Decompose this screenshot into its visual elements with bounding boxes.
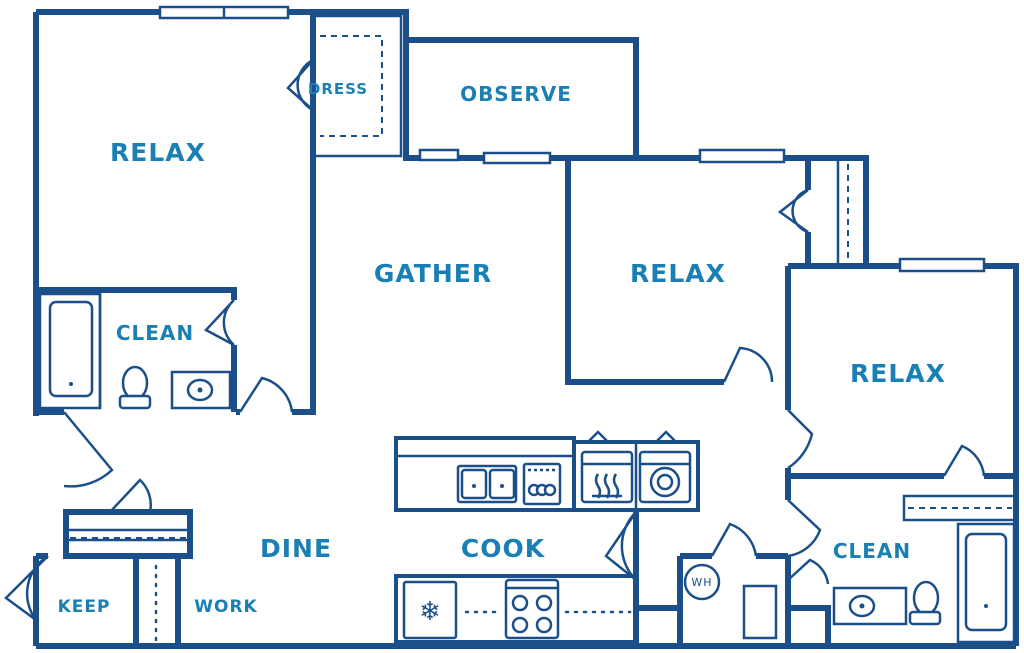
- sink-icon: [848, 594, 876, 618]
- utility: [683, 563, 778, 640]
- room-label-cook: COOK: [461, 534, 546, 563]
- windows: [158, 5, 986, 273]
- door: [63, 411, 114, 488]
- door: [942, 444, 986, 477]
- water-heater-label: WH: [691, 576, 712, 589]
- room-label-clean-2: CLEAN: [833, 539, 911, 563]
- door: [238, 376, 294, 413]
- sink-icon: [186, 378, 214, 402]
- dryer-icon: [580, 450, 634, 504]
- window: [418, 148, 460, 162]
- kitchen-sink-icon: [456, 464, 518, 504]
- dishwasher-icon: [522, 462, 562, 506]
- water-heater-icon: [683, 563, 721, 601]
- door: [777, 188, 809, 234]
- room-label-work: WORK: [194, 597, 257, 617]
- room-label-clean-master: CLEAN: [116, 321, 194, 345]
- washer-icon: [638, 450, 692, 504]
- door: [787, 499, 822, 558]
- room-label-relax-2: RELAX: [630, 259, 726, 288]
- room-label-relax-3: RELAX: [850, 359, 946, 388]
- bath-1-fixtures: [38, 292, 232, 410]
- door: [4, 554, 49, 622]
- door: [787, 409, 814, 470]
- closet-fixtures: [64, 14, 1018, 642]
- svg-text:❄: ❄: [419, 597, 441, 627]
- room-label-dine: DINE: [260, 534, 332, 563]
- toilet-icon: [118, 365, 152, 410]
- refrigerator-icon: ❄: [402, 580, 458, 640]
- bath-2-fixtures: [832, 522, 1016, 644]
- door: [722, 346, 774, 383]
- window: [482, 151, 552, 165]
- room-label-observe: OBSERVE: [460, 82, 572, 106]
- door: [787, 558, 830, 585]
- bathtub-icon: [964, 532, 1008, 632]
- toilet-icon: [908, 580, 942, 626]
- bathtub-icon: [48, 300, 94, 398]
- room-label-gather: GATHER: [374, 259, 492, 288]
- door: [604, 511, 638, 581]
- room-label-relax-master: RELAX: [110, 138, 206, 167]
- kitchen: ❄: [394, 430, 700, 644]
- door: [109, 478, 152, 513]
- window: [898, 257, 986, 273]
- window: [698, 148, 786, 164]
- room-label-dress: DRESS: [308, 80, 368, 98]
- door: [710, 522, 758, 557]
- stove-icon: [504, 578, 560, 640]
- room-label-keep: KEEP: [58, 597, 111, 617]
- door: [203, 299, 235, 347]
- room-labels: RELAX DRESS OBSERVE CLEAN GATHER RELAX R…: [58, 80, 946, 617]
